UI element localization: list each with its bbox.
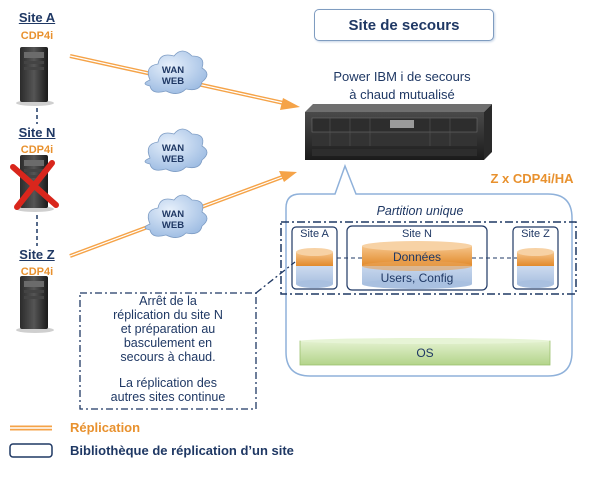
- note-line-1: Arrêt de la: [139, 294, 197, 308]
- site-n-product: CDP4i: [20, 144, 54, 156]
- library-site-a-label: Site A: [300, 228, 329, 240]
- partition-box: [280, 221, 577, 295]
- site-a-product: CDP4i: [20, 30, 54, 42]
- partition-label: Partition unique: [376, 204, 464, 218]
- site-a-label: Site A: [18, 10, 56, 25]
- legend-library-swatch: [9, 443, 53, 458]
- note-leader: [255, 261, 296, 294]
- wan-label-3-line2: WEB: [161, 220, 185, 231]
- product-label: Z x CDP4i/HA: [490, 171, 574, 186]
- os-bar: [299, 338, 551, 366]
- note-line-3: et préparation au: [120, 322, 216, 336]
- donnees-label: Données: [392, 250, 442, 264]
- failure-cross-icon: [10, 160, 59, 210]
- wan-label-1-line1: WAN: [161, 65, 185, 76]
- site-z-label: Site Z: [19, 247, 55, 262]
- wan-cloud-3: [144, 194, 208, 238]
- diagram-title: Site de secours: [314, 9, 494, 41]
- note-line-6: La réplication des: [119, 376, 217, 390]
- library-site-n: [346, 225, 488, 291]
- server-tower-site-a: [16, 47, 54, 106]
- wan-label-1-line2: WEB: [161, 76, 185, 87]
- server-caption-line1: Power IBM i de secours: [333, 69, 471, 84]
- note-line-5: secours à chaud.: [120, 350, 216, 364]
- note-box: [79, 292, 257, 410]
- site-z-product: CDP4i: [20, 266, 54, 278]
- legend-replication-label: Réplication: [70, 420, 141, 435]
- wan-cloud-1: [144, 50, 208, 94]
- wan-label-2-line2: WEB: [161, 154, 185, 165]
- note-line-4: basculement en: [123, 336, 213, 350]
- site-n-label: Site N: [18, 125, 56, 140]
- note-line-7: autres sites continue: [110, 390, 226, 404]
- legend-library-label: Bibliothèque de réplication d’un site: [70, 443, 294, 458]
- power-ibm-i-server: [305, 104, 492, 160]
- os-label: OS: [416, 346, 434, 360]
- users-config-label: Users, Config: [380, 271, 454, 285]
- wan-label-3-line1: WAN: [161, 209, 185, 220]
- note-text: Arrêt de la réplication du site N et pré…: [83, 294, 253, 404]
- wan-cloud-2: [144, 128, 208, 172]
- library-site-z-label: Site Z: [521, 228, 550, 240]
- server-tower-site-z: [16, 276, 54, 333]
- library-site-n-label: Site N: [402, 228, 432, 240]
- wan-label-2-line1: WAN: [161, 143, 185, 154]
- server-caption-line2: à chaud mutualisé: [349, 87, 455, 102]
- library-site-z: [512, 226, 559, 290]
- library-site-a: [291, 226, 338, 290]
- note-line-2: réplication du site N: [113, 308, 223, 322]
